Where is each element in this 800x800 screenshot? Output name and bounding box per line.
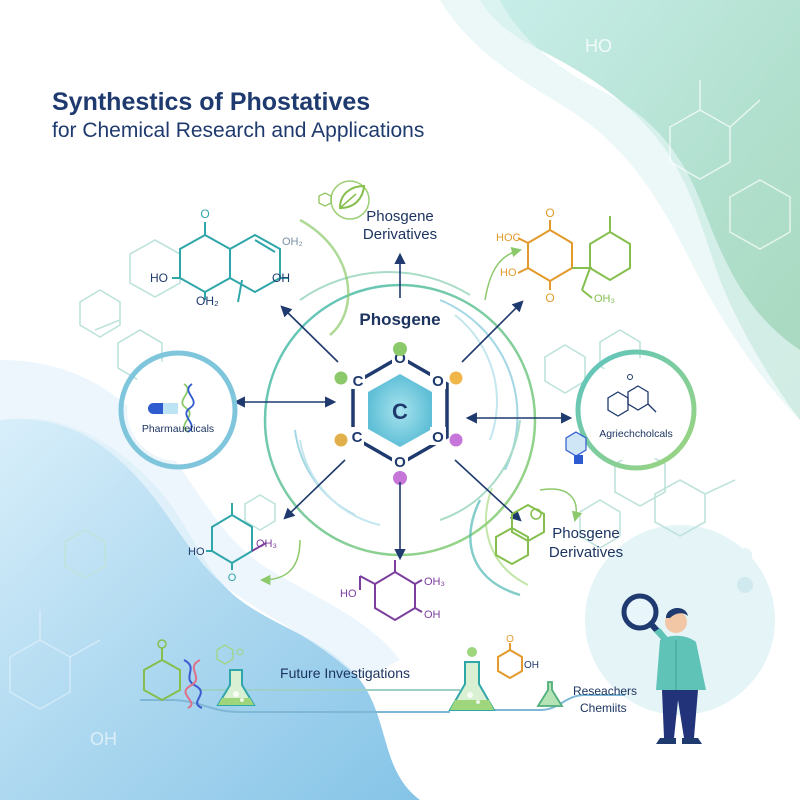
flask-icon [536, 681, 564, 707]
molecule-top-left: O OH₂ HO OH OH₂ [150, 207, 303, 308]
researcher-figure [621, 593, 706, 744]
top-right-blob [480, 0, 800, 420]
arrows [233, 252, 573, 561]
dna-icon [181, 383, 195, 433]
inner-arc [299, 271, 471, 301]
formula-oh3: OH₃ [424, 576, 445, 588]
bottom-left-blob-light [0, 360, 400, 680]
inner-arc [439, 419, 521, 521]
arrow-up-left [280, 305, 339, 363]
flow-line [140, 699, 450, 713]
arrow-down-left [283, 459, 346, 520]
arrow-down-right [454, 459, 522, 522]
formula-oh2: OH₂ [196, 294, 219, 308]
top-right-blob-light [440, 0, 800, 420]
formula-ho: HO [340, 588, 357, 600]
hexagon-icon [565, 431, 587, 464]
decor-molecules [64, 239, 736, 579]
formula-oh3: OH₃ [594, 293, 615, 305]
formula-hoc: HOC [496, 232, 521, 244]
magnifier-icon [621, 593, 667, 641]
atom-dot [449, 371, 463, 385]
future-investigations-label: Future Investigations [280, 665, 410, 681]
formula-oh: OH [524, 660, 539, 671]
center-label: Phosgene [359, 310, 440, 329]
node-top-label-line2: Derivatives [363, 226, 437, 243]
molecule-bottom-left: HO O OH₃ [188, 503, 301, 586]
bg-oh-text: OH [90, 729, 117, 749]
molecule-bottom-center: HO OH₃ OH [340, 560, 445, 622]
bg-molecule-bottom-left [9, 610, 101, 710]
node-bottom-right: Phosgene Derivatives [495, 488, 623, 566]
sweep-arc [299, 218, 350, 336]
flask-icon [216, 669, 256, 706]
bg-dot [738, 548, 752, 562]
dna-icon [183, 659, 203, 709]
sweep-arc [485, 487, 529, 586]
node-bottom-right-line2: Derivatives [549, 544, 623, 561]
arrow-up-right [461, 300, 524, 363]
bg-oh-text: HO [585, 36, 612, 56]
ring-atom: O [432, 429, 444, 446]
page-title: Synthestics of Phostatives [52, 88, 370, 116]
atom-dot [393, 471, 407, 485]
node-bottom-right-line1: Phosgene [552, 525, 620, 542]
researchers-label: Reseachers [573, 684, 637, 698]
capsule-icon [148, 403, 178, 414]
atom-dot [334, 433, 348, 447]
node-top-label-line1: Phosgene [366, 208, 434, 225]
node-left-ring [118, 350, 238, 470]
flask-icon [448, 647, 496, 711]
chemists-label: Chemiits [580, 701, 627, 715]
sweep-arc [469, 499, 521, 597]
node-left-label: Pharmaueticals [142, 423, 214, 435]
formula-o: O [228, 572, 237, 584]
formula-o: O [200, 207, 209, 221]
molecule-top-right: HOC O HO O OH₃ [484, 206, 631, 305]
formula-o: O [506, 634, 514, 645]
formula-o: O [545, 206, 554, 220]
ring-atom: O [432, 373, 444, 390]
ring-atom: O [394, 454, 406, 471]
core-fill-hexagon [368, 374, 432, 447]
bottom-strip: Future Investigations O OH Reseachers Ch… [140, 634, 637, 715]
bg-molecule-top-right [669, 80, 791, 250]
formula-ho: HO [150, 271, 168, 285]
page-subtitle: for Chemical Research and Applications [52, 119, 424, 142]
formula-oh: OH [424, 609, 441, 621]
core-atom: C [392, 399, 408, 424]
ring-atom: C [353, 373, 364, 390]
bottom-left-blob [0, 418, 420, 800]
node-top: Phosgene Derivatives [318, 180, 437, 243]
node-right-ring [575, 349, 697, 471]
ring-atom: C [352, 429, 363, 446]
node-right: Agriechcholcals [565, 349, 697, 471]
formula-ho: HO [188, 546, 205, 558]
node-left: Pharmaueticals [118, 350, 238, 470]
hexagon-icon [607, 374, 657, 417]
bg-dot [737, 577, 753, 593]
inner-arc [299, 439, 381, 526]
atom-dot [449, 433, 463, 447]
atom-dot [393, 342, 407, 356]
node-right-label: Agriechcholcals [599, 428, 673, 440]
formula-oh2: OH₂ [282, 236, 303, 248]
leaf-icon [318, 180, 370, 220]
formula-oh3: OH₃ [256, 538, 277, 550]
formula-o: O [545, 291, 554, 305]
flow-line [490, 694, 625, 711]
formula-oh: OH [272, 271, 290, 285]
atom-dot [334, 371, 348, 385]
molecule-small: O OH [497, 634, 539, 680]
formula-ho: HO [500, 267, 517, 279]
central-hub: Phosgene C C O O O O C [263, 218, 537, 597]
header: Synthestics of Phostatives for Chemical … [52, 88, 424, 142]
